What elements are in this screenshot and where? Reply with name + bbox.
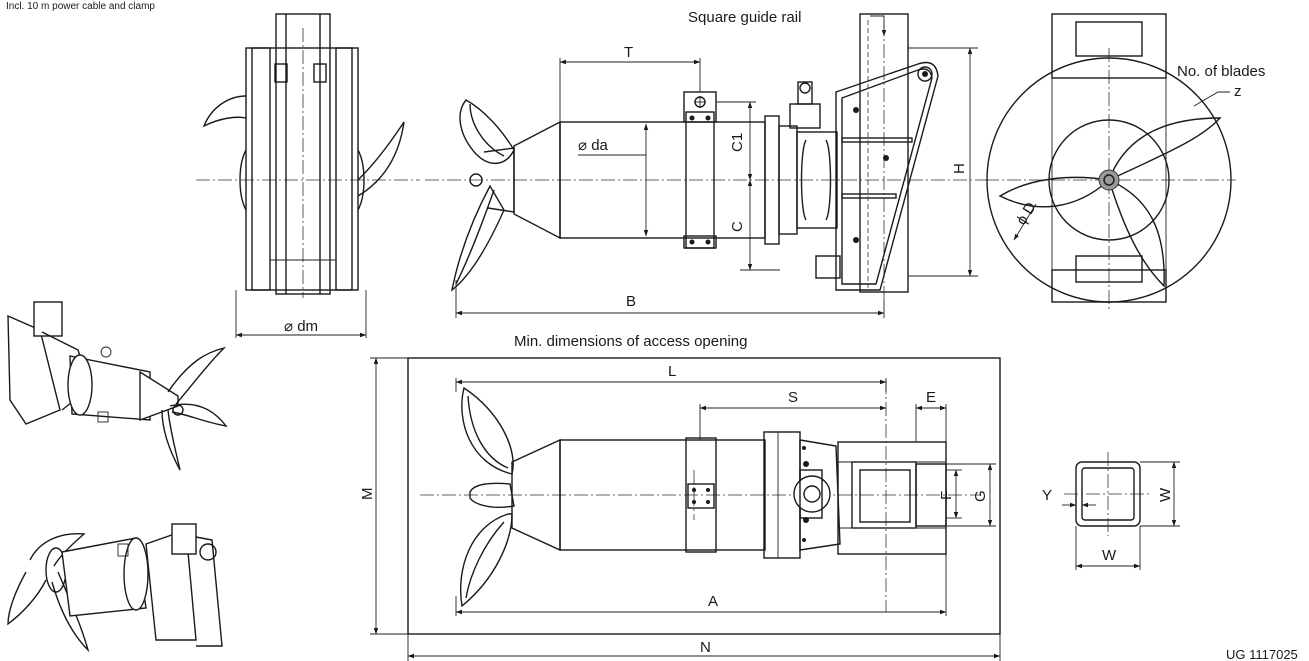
mixer-3d-view-top	[7, 301, 228, 471]
dim-C: C	[729, 221, 746, 232]
dim-W-bottom: W	[1102, 547, 1117, 564]
dim-S: S	[788, 389, 798, 406]
drawing-id: UG 1117025	[1226, 647, 1298, 661]
cable-note: Incl. 10 m power cable and clamp	[6, 1, 155, 12]
dim-z: z	[1234, 83, 1242, 100]
rail-cross-section: W W Y	[1042, 452, 1180, 570]
mixer-3d-view-bottom	[7, 523, 223, 653]
access-opening-frame	[407, 357, 1001, 635]
dim-A: A	[708, 593, 718, 610]
dim-Y: Y	[1042, 487, 1052, 504]
callout-min-access-opening: Min. dimensions of access opening	[514, 333, 747, 350]
dim-M: M	[359, 488, 376, 501]
dim-C1: C1	[729, 133, 746, 152]
dim-E: E	[926, 389, 936, 406]
dim-F: F	[938, 491, 955, 500]
dim-B: B	[626, 293, 636, 310]
dim-L: L	[668, 363, 676, 380]
dim-dm: ⌀ dm	[284, 318, 318, 335]
top-view: Min. dimensions of access opening	[359, 333, 1001, 661]
callout-square-guide-rail: Square guide rail	[688, 9, 801, 26]
front-view: T ⌀ da C1 C H B Square guide rail	[425, 9, 990, 318]
dim-H: H	[951, 163, 968, 174]
dim-W-side: W	[1157, 487, 1174, 502]
dim-da: ⌀ da	[578, 137, 609, 154]
dim-T: T	[624, 44, 633, 61]
dim-G: G	[972, 490, 989, 502]
dim-N: N	[700, 639, 711, 656]
end-view: ϕ D No. of blades z	[985, 13, 1265, 310]
side-view: ⌀ dm	[196, 13, 420, 338]
callout-no-of-blades: No. of blades	[1177, 63, 1265, 80]
